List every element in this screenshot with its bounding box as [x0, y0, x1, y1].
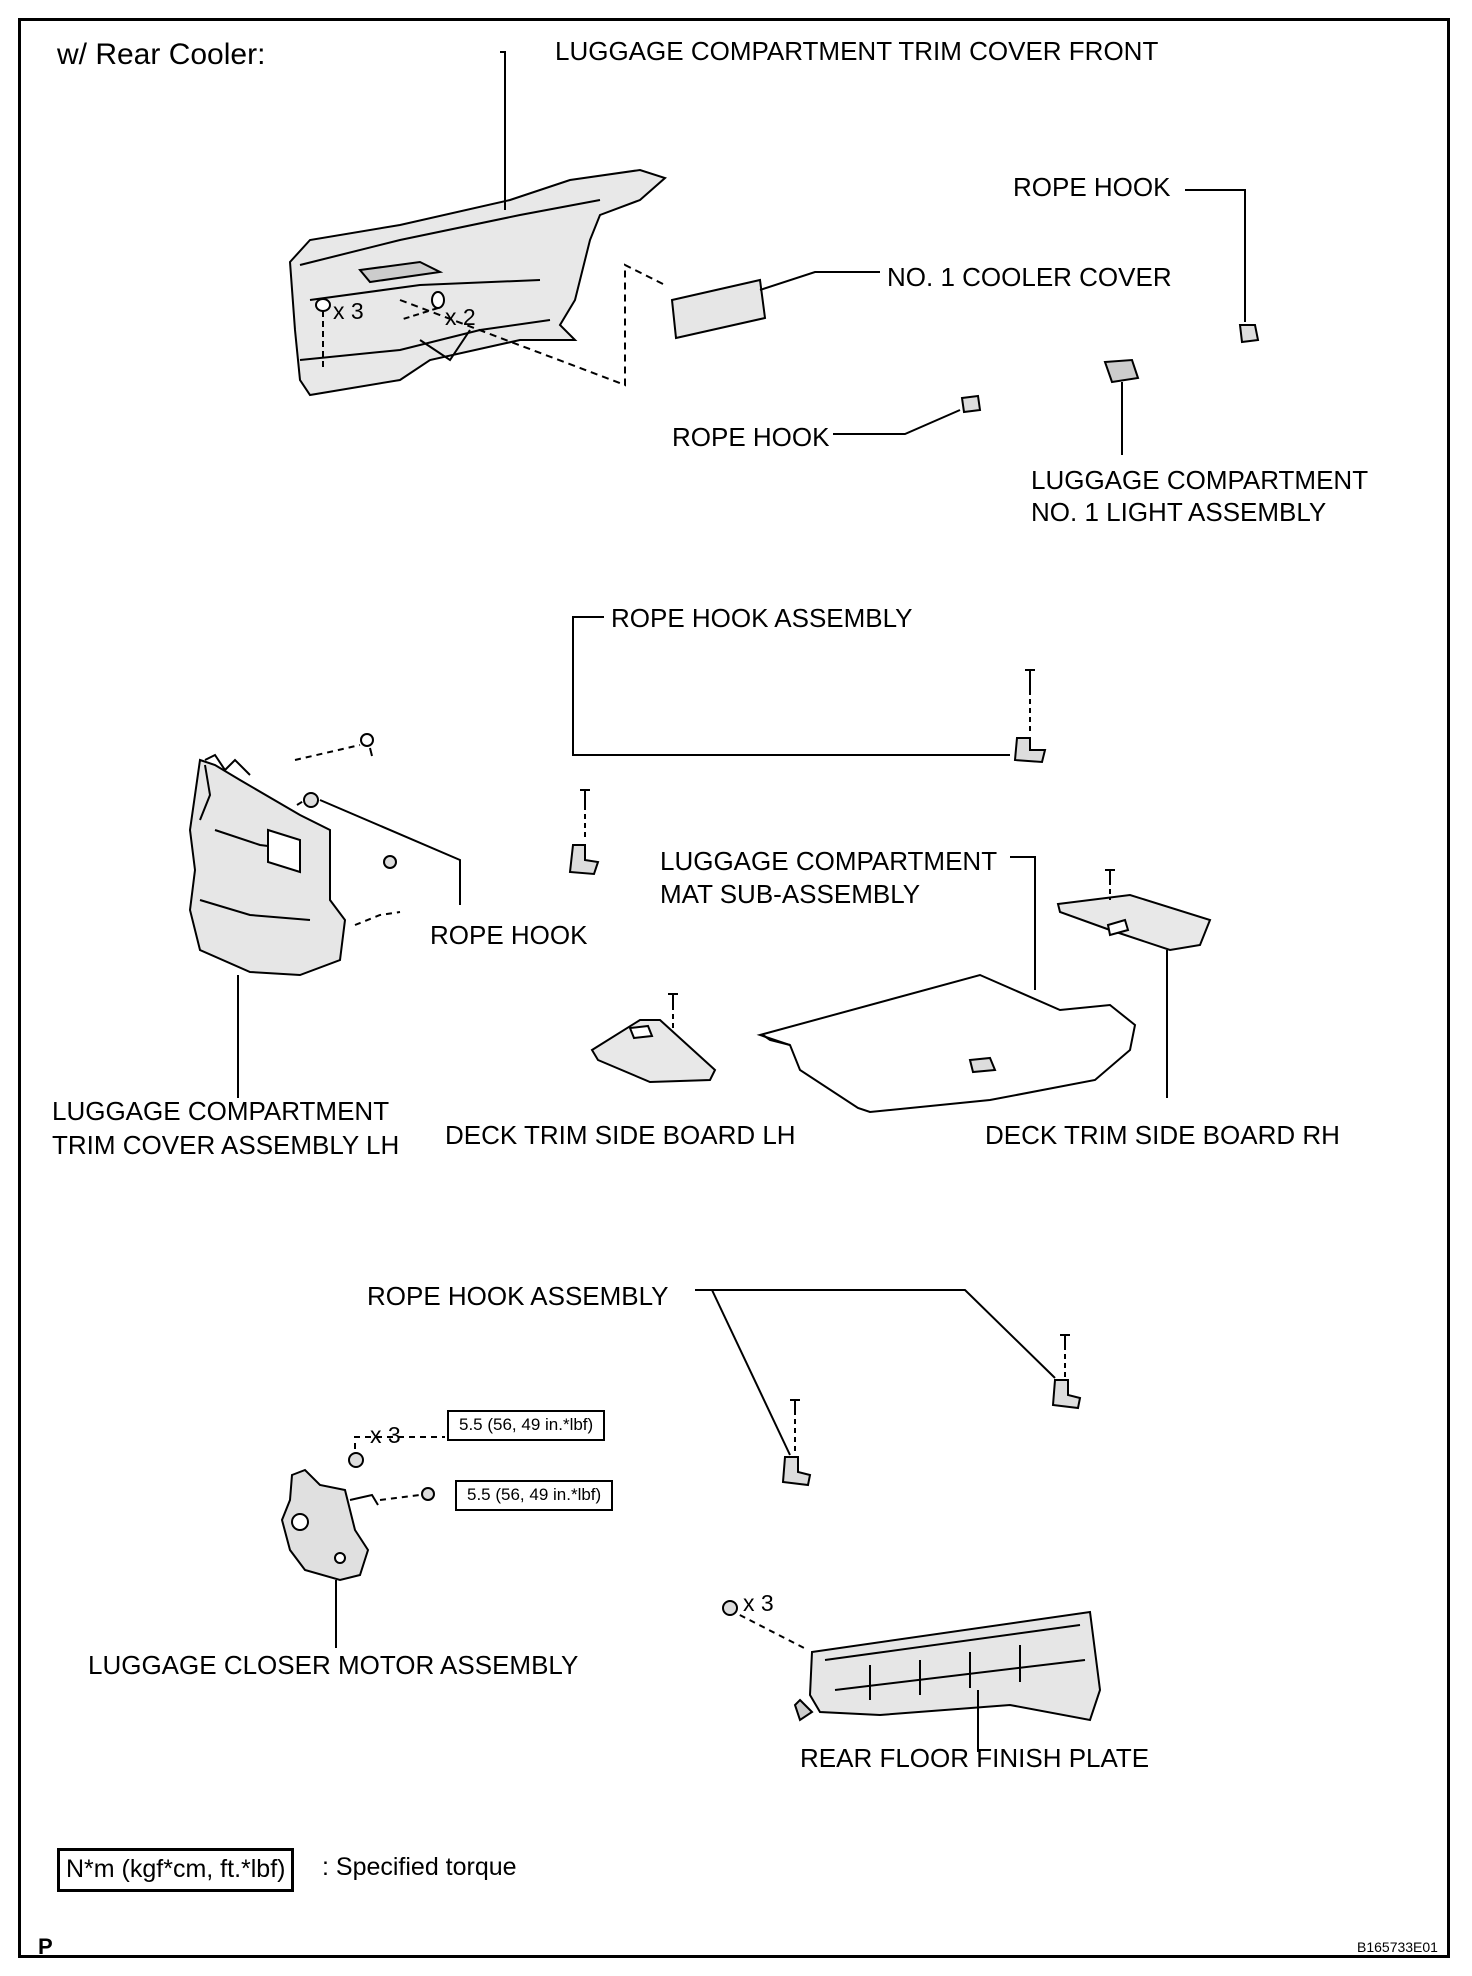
dash-nut-upper — [354, 1436, 445, 1460]
rope-hook-assembly-upper-parts — [568, 669, 1047, 876]
label-trim-cover-lh-1: LUGGAGE COMPARTMENT — [52, 1096, 390, 1126]
dash-screw-plate — [729, 1609, 809, 1651]
label-closer-motor: LUGGAGE CLOSER MOTOR ASSEMBLY — [88, 1650, 579, 1680]
label-trim-cover-front: LUGGAGE COMPARTMENT TRIM COVER FRONT — [555, 36, 1159, 66]
page-mark: P — [38, 1934, 53, 1959]
qty-clips-x3: x 3 — [333, 298, 364, 324]
closer-motor-part — [280, 1468, 379, 1582]
trim-cover-lh-part — [188, 753, 347, 977]
label-no1-cooler-cover: NO. 1 COOLER COVER — [887, 262, 1172, 292]
leader-rope-hook-mid — [833, 409, 961, 435]
rope-hook-assembly-lower-parts — [781, 1334, 1082, 1487]
label-rear-floor-plate: REAR FLOOR FINISH PLATE — [800, 1743, 1150, 1773]
deck-board-rh-part — [1056, 869, 1212, 952]
leader-trim-cover-front — [500, 51, 506, 210]
rear-floor-plate-part — [793, 1610, 1102, 1722]
clip-icons-front — [315, 291, 445, 370]
qty-screws-x3: x 3 — [743, 1590, 774, 1616]
light-assembly-part — [1103, 358, 1140, 384]
qty-nuts-x3: x 3 — [370, 1422, 401, 1448]
variant-header: w/ Rear Cooler: — [57, 38, 266, 71]
qty-clips-x2: x 2 — [445, 304, 476, 330]
no1-cooler-cover-part — [670, 278, 767, 340]
legend-torque-box: N*m (kgf*cm, ft.*lbf) — [57, 1848, 295, 1892]
leader-rope-hook-left — [319, 799, 461, 905]
dash-nut-lower — [379, 1494, 421, 1501]
deck-board-lh-part — [590, 993, 717, 1084]
rope-hook-mid-part — [960, 394, 982, 414]
label-mat-2: MAT SUB-ASSEMBLY — [660, 879, 921, 909]
label-rope-hook-top-right: ROPE HOOK — [1013, 172, 1171, 202]
label-rope-hook-assembly-lower: ROPE HOOK ASSEMBLY — [367, 1281, 669, 1311]
figure-code: B165733E01 — [1357, 1939, 1438, 1955]
leader-cooler-cover — [759, 271, 880, 291]
leader-rope-hook-assembly-lower-right — [695, 1289, 1056, 1379]
diagram-frame — [18, 18, 1450, 1958]
trim-cover-lh-clips — [294, 733, 401, 926]
rope-hook-top-right-part — [1238, 324, 1260, 344]
label-deck-board-rh: DECK TRIM SIDE BOARD RH — [985, 1120, 1340, 1150]
torque-spec-upper: 5.5 (56, 49 in.*lbf) — [447, 1410, 606, 1441]
label-light-assembly-1: LUGGAGE COMPARTMENT — [1031, 465, 1369, 495]
leader-mat — [1010, 856, 1036, 990]
label-mat-1: LUGGAGE COMPARTMENT — [660, 846, 998, 876]
label-trim-cover-lh-2: TRIM COVER ASSEMBLY LH — [52, 1130, 400, 1160]
label-rope-hook-assembly-upper: ROPE HOOK ASSEMBLY — [611, 603, 913, 633]
luggage-mat-part — [756, 973, 1137, 1114]
leader-rope-hook-top-right — [1185, 189, 1246, 322]
label-light-assembly-2: NO. 1 LIGHT ASSEMBLY — [1031, 497, 1327, 527]
label-deck-board-lh: DECK TRIM SIDE BOARD LH — [445, 1120, 796, 1150]
leader-rope-hook-assembly-upper — [572, 616, 1010, 756]
leader-rope-hook-assembly-lower-left — [711, 1289, 791, 1456]
legend-torque-text: : Specified torque — [322, 1853, 517, 1881]
trim-cover-front-part — [288, 168, 667, 397]
label-rope-hook-left: ROPE HOOK — [430, 920, 588, 950]
torque-spec-lower: 5.5 (56, 49 in.*lbf) — [455, 1480, 614, 1511]
label-rope-hook-mid: ROPE HOOK — [672, 422, 830, 452]
